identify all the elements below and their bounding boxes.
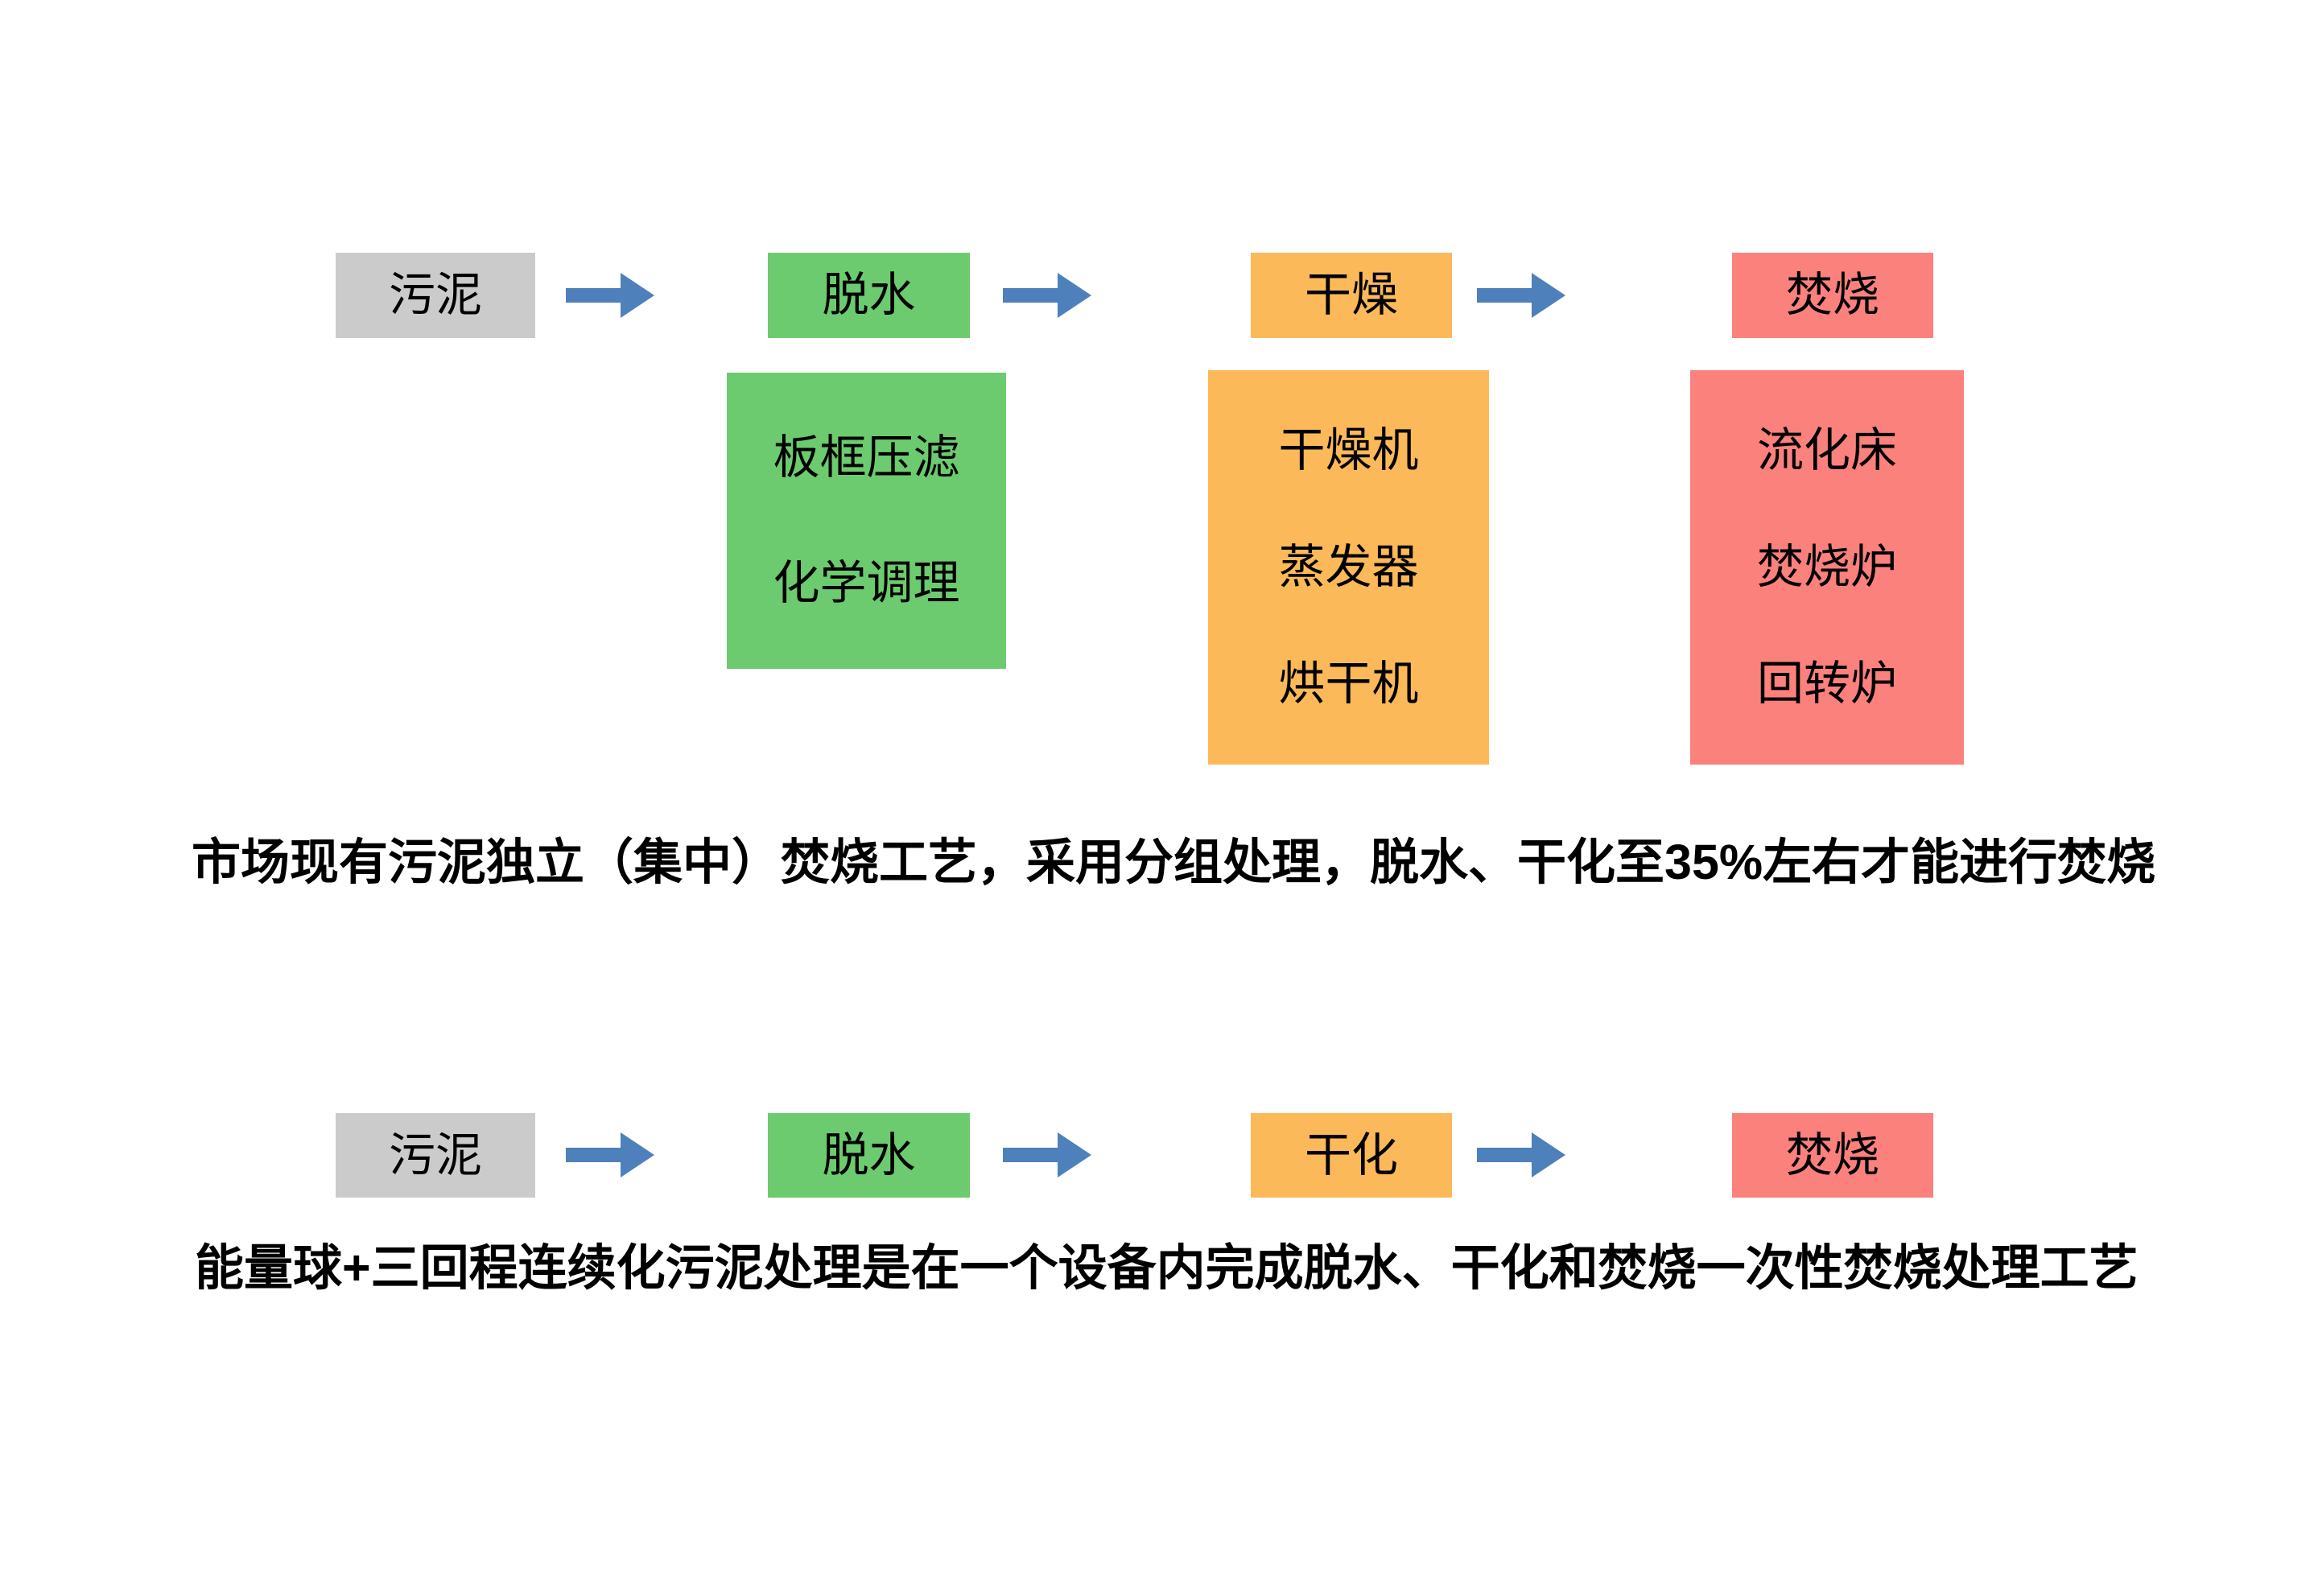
bottom-step-label-incineration: 焚烧	[1785, 1128, 1879, 1182]
caption-percent-value: 35%	[1664, 835, 1763, 889]
top-step-box-drying: 干燥	[1251, 253, 1452, 338]
detail-item: 蒸发器	[1278, 540, 1419, 593]
bottom-step-box-incineration: 焚烧	[1732, 1113, 1933, 1198]
bottom-step-box-dewatering: 脱水	[768, 1113, 970, 1198]
caption-energy-ball-process: 能量球+三回程连续化污泥处理是在一个设备内完成脱水、干化和焚烧一次性焚烧处理工艺	[195, 1239, 2139, 1297]
detail-item: 化学调理	[773, 557, 960, 609]
bottom-step-box-sludge: 污泥	[336, 1113, 535, 1198]
bottom-step-label-drying: 干化	[1304, 1128, 1398, 1182]
detail-item: 流化床	[1756, 424, 1897, 477]
detail-item: 板框压滤	[773, 431, 960, 484]
top-step-label-dewatering: 脱水	[822, 269, 916, 321]
arrow-right-icon	[1477, 273, 1565, 318]
bottom-step-box-drying: 干化	[1251, 1113, 1452, 1198]
detail-box-drying: 干燥机 蒸发器 烘干机	[1208, 370, 1489, 765]
arrow-right-icon	[1003, 1132, 1091, 1177]
top-step-label-sludge: 污泥	[388, 269, 482, 321]
detail-item: 干燥机	[1278, 424, 1419, 477]
arrow-right-icon	[1003, 273, 1091, 318]
top-step-box-sludge: 污泥	[336, 253, 535, 338]
detail-item: 烘干机	[1278, 657, 1419, 710]
bottom-step-label-sludge: 污泥	[388, 1128, 482, 1182]
caption-plus-sign: +	[342, 1240, 371, 1295]
arrow-right-icon	[566, 273, 654, 318]
caption-text: 市场现有污泥独立（集中）焚烧工艺，采用分组处理，脱水、干化至	[192, 836, 1665, 890]
detail-box-dewatering: 板框压滤 化学调理	[727, 373, 1006, 669]
detail-box-incineration: 流化床 焚烧炉 回转炉	[1690, 370, 1964, 765]
bottom-step-label-dewatering: 脱水	[822, 1128, 916, 1182]
arrow-right-icon	[1477, 1132, 1565, 1177]
detail-item: 回转炉	[1756, 657, 1897, 710]
top-step-box-dewatering: 脱水	[768, 253, 970, 338]
arrow-right-icon	[566, 1132, 654, 1177]
top-step-label-drying: 干燥	[1304, 269, 1398, 321]
detail-item: 焚烧炉	[1756, 540, 1897, 593]
top-step-box-incineration: 焚烧	[1732, 253, 1933, 338]
caption-text: 能量球	[195, 1242, 343, 1296]
top-step-label-incineration: 焚烧	[1785, 269, 1879, 321]
caption-text: 三回程连续化污泥处理是在一个设备内完成脱水、干化和焚烧一次性焚烧处理工艺	[370, 1242, 2139, 1296]
caption-text: 左右才能进行焚烧	[1763, 836, 2156, 890]
caption-existing-process: 市场现有污泥独立（集中）焚烧工艺，采用分组处理，脱水、干化至35%左右才能进行焚…	[192, 834, 2155, 892]
